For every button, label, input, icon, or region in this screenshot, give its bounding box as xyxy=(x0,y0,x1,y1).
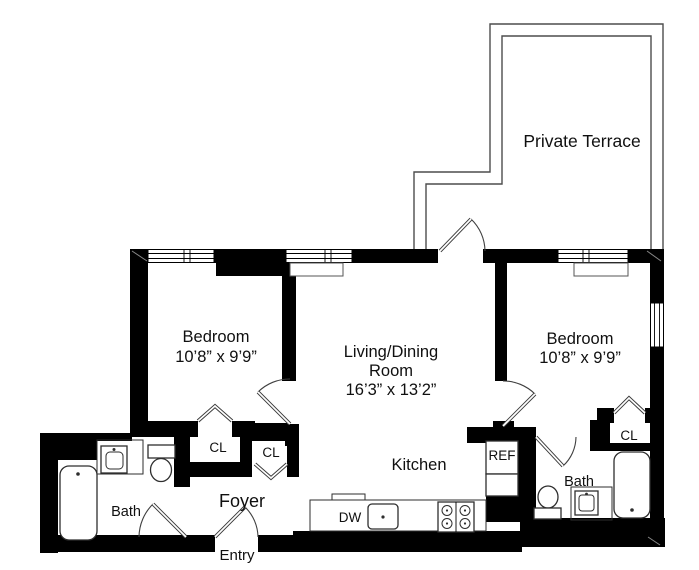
toilet-left-tank-icon xyxy=(147,444,176,459)
dishwasher-sink-drain-icon xyxy=(381,515,385,519)
sink-right-counter xyxy=(570,486,613,521)
label-bedroom-left-dims: 10’8” x 9’9” xyxy=(175,348,257,366)
refrigerator-icon xyxy=(485,440,519,475)
radiator-living-window xyxy=(289,262,344,277)
wall-closet-right-top-a xyxy=(597,408,614,423)
wall-partition-right-block xyxy=(493,421,514,445)
bedroom-left-door xyxy=(256,378,292,426)
window-bedroom-right-side xyxy=(650,302,664,348)
label-living-dims: 16’3” x 13’2” xyxy=(346,381,437,399)
bathtub-right-icon xyxy=(613,451,651,519)
closet-right-bifold-door xyxy=(612,395,647,415)
stove-burner-icon xyxy=(441,505,453,516)
radiator-bedroom-right-window xyxy=(573,262,629,277)
label-closet-right: CL xyxy=(620,428,638,443)
label-bedroom-right-name: Bedroom xyxy=(547,330,614,348)
window-bedroom-left xyxy=(147,249,215,263)
wall-bath-left-top xyxy=(40,433,97,460)
label-refrigerator: REF xyxy=(489,448,516,463)
label-bath-right: Bath xyxy=(564,474,594,490)
label-private-terrace: Private Terrace xyxy=(523,131,640,151)
bathtub-right-faucet-icon xyxy=(630,508,634,512)
stove-burner-icon xyxy=(459,518,471,529)
stove-burner-icon xyxy=(459,505,471,516)
entry-door xyxy=(213,505,259,539)
bath-right-fixtures xyxy=(533,451,651,521)
wall-bottom-kitchen xyxy=(293,531,522,552)
corner-miters xyxy=(131,250,662,546)
wall-closet-foyer-right xyxy=(287,424,299,477)
bathtub-left-faucet-icon xyxy=(76,472,80,476)
kitchen-fixtures xyxy=(309,440,519,533)
bath-left-door xyxy=(138,502,188,539)
wall-bath-left-connector xyxy=(95,433,132,441)
toilet-left-bowl-icon xyxy=(149,457,173,483)
wall-top-bump xyxy=(216,263,282,276)
closet-left-bifold-door xyxy=(196,403,234,423)
label-closet-left: CL xyxy=(209,440,227,455)
bath-right-door xyxy=(534,435,577,468)
bathtub-left-icon xyxy=(59,465,98,541)
sink-right-faucet-icon xyxy=(585,492,588,496)
wall-bath-left-exterior xyxy=(40,433,58,553)
wall-top-living xyxy=(352,249,438,263)
doors xyxy=(138,217,647,539)
label-bath-left: Bath xyxy=(111,504,141,520)
walls xyxy=(40,249,665,553)
terrace-outline xyxy=(413,23,664,250)
label-kitchen: Kitchen xyxy=(391,456,446,474)
wall-closet-foyer-top xyxy=(252,423,287,441)
bedroom-right-door xyxy=(501,380,537,428)
label-dishwasher: DW xyxy=(339,510,362,525)
kitchen-counter-ledge xyxy=(331,493,366,501)
label-closet-foyer: CL xyxy=(262,445,280,460)
label-bedroom-right-dims: 10’8” x 9’9” xyxy=(539,349,621,367)
stove-burner-icon xyxy=(441,518,453,529)
label-bedroom-left-name: Bedroom xyxy=(183,328,250,346)
refrigerator-lower-icon xyxy=(485,473,519,497)
window-bedroom-right-top xyxy=(557,249,629,263)
label-entry: Entry xyxy=(219,547,255,564)
kitchen-counter xyxy=(309,499,487,532)
terrace-door xyxy=(438,217,486,253)
window-living xyxy=(285,249,353,263)
toilet-right-tank-icon xyxy=(533,507,562,520)
wall-ref-below xyxy=(486,496,518,522)
wall-right-upper xyxy=(650,249,664,303)
sink-left-faucet-icon xyxy=(112,448,116,451)
wall-partition-right xyxy=(495,263,507,381)
closet-foyer-bifold-door xyxy=(253,462,289,481)
wall-bath-foyer xyxy=(174,433,190,487)
wall-left-exterior xyxy=(130,249,148,437)
wall-right-lower xyxy=(650,347,664,547)
sink-right-icon xyxy=(574,490,599,516)
sink-left-basin xyxy=(105,451,124,470)
label-living-line2: Room xyxy=(369,362,413,380)
wall-partition-left xyxy=(282,263,296,381)
wall-ref-right xyxy=(518,441,536,522)
wall-bottom-right xyxy=(520,518,665,547)
label-foyer: Foyer xyxy=(219,491,265,511)
room-labels: Private Terrace Bedroom 10’8” x 9’9” Liv… xyxy=(111,131,641,564)
windows xyxy=(147,249,664,348)
wall-top-right-of-door xyxy=(483,249,558,263)
wall-closet-left-bottom xyxy=(183,462,252,477)
sink-left-counter xyxy=(96,439,144,475)
bath-left-fixtures xyxy=(59,439,176,541)
wall-top-between-windows xyxy=(214,249,286,263)
label-living-line1: Living/Dining xyxy=(344,343,438,361)
wall-closet-right-bottom xyxy=(597,443,650,451)
toilet-right-bowl-icon xyxy=(537,485,559,509)
